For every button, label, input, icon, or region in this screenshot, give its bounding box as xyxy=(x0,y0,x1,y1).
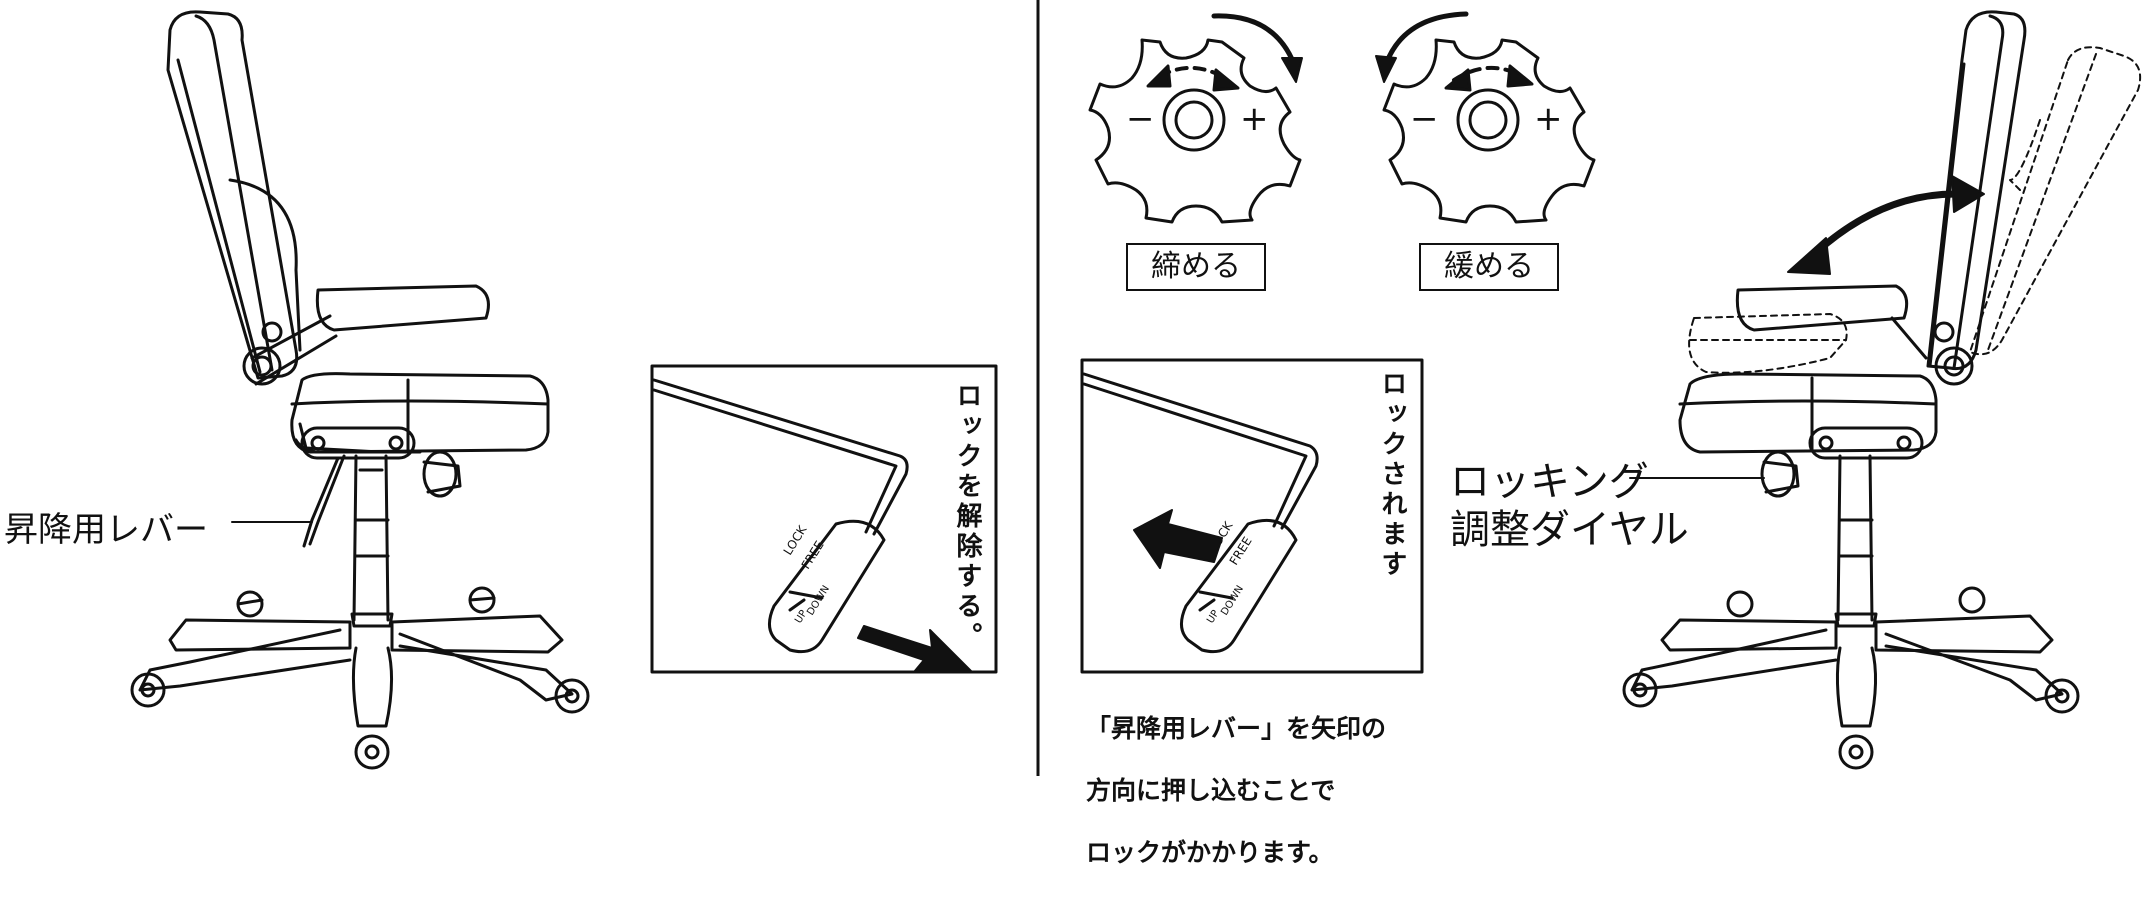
lock-note-line1: 「昇降用レバー」を矢印の xyxy=(1086,714,1387,743)
rocking-double-arrow-icon xyxy=(1787,175,1985,275)
rocking-dial-label-line2: 調整ダイヤル xyxy=(1450,507,1689,553)
unlock-instruction: ロックを解除する。 xyxy=(952,382,982,652)
lock-instruction: ロックされます xyxy=(1377,370,1407,580)
chair-left xyxy=(130,10,590,770)
lever-down-text-2: DOWN xyxy=(1219,584,1246,618)
loosen-label-box: 緩める xyxy=(1419,243,1559,291)
dial-loosen-minus: − xyxy=(1410,99,1439,139)
rocking-dial-label: ロッキング 調整ダイヤル xyxy=(1450,458,1689,554)
unlock-inset: FREE LOCK DOWN UP xyxy=(650,364,998,674)
lever-free-text-2: FREE xyxy=(1227,534,1255,567)
dial-loosen xyxy=(1375,11,1596,224)
lock-note-line2: 方向に押し込むことで xyxy=(1086,776,1336,805)
arrow-up-left-icon xyxy=(1133,509,1223,569)
lock-inset: FREE LOCK DOWN UP xyxy=(1080,358,1424,674)
lock-note-line3: ロックがかかります。 xyxy=(1086,838,1334,867)
illustration-canvas: FREE LOCK DOWN UP − + − + FREE xyxy=(130,0,2142,776)
dial-loosen-plus: + xyxy=(1534,99,1563,139)
dial-tighten-plus: + xyxy=(1240,99,1269,139)
arrow-down-right-icon xyxy=(857,625,973,673)
dial-tighten xyxy=(1088,13,1303,224)
lever-free-text: FREE xyxy=(799,538,827,571)
lever-plate-right xyxy=(1180,519,1298,654)
dial-tighten-minus: − xyxy=(1126,99,1155,139)
manual-page: FREE LOCK DOWN UP − + − + FREE xyxy=(4,0,2142,867)
chair-right xyxy=(1622,10,2142,770)
lift-lever-label: 昇降用レバー xyxy=(4,510,208,550)
lock-note: 「昇降用レバー」を矢印の 方向に押し込むことで ロックがかかります。 xyxy=(1086,682,1386,899)
rocking-dial-label-line1: ロッキング xyxy=(1450,459,1649,505)
tighten-label-box: 締める xyxy=(1126,243,1266,291)
lever-plate-left xyxy=(768,519,886,654)
lever-down-text: DOWN xyxy=(805,584,832,618)
